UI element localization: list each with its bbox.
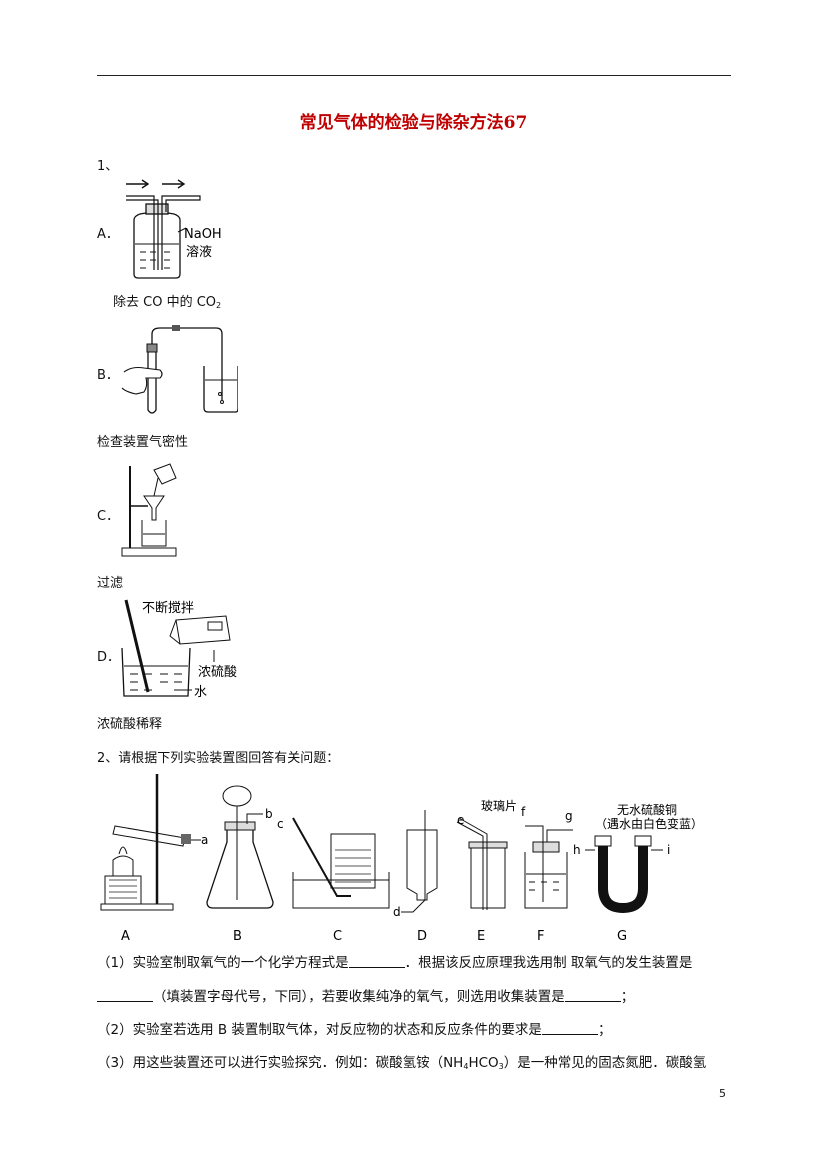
apparatus-d: d D: [393, 810, 438, 944]
q1-number: 1、: [97, 159, 119, 174]
svg-text:A: A: [121, 929, 130, 944]
apparatus-f: f F: [521, 805, 573, 944]
q1-option-b-caption: 检查装置气密性: [97, 435, 189, 450]
water-label: 水: [194, 685, 207, 700]
answer-blank-3[interactable]: [564, 989, 621, 1002]
svg-text:h: h: [573, 843, 581, 857]
q1-figure-b-airtightness-check: [121, 325, 238, 414]
q1-figure-d-dilution: 不断搅拌 浓硫酸 水: [121, 599, 237, 700]
q2-apparatus-figure: A a b B c C d D 玻璃片 e E f: [100, 774, 703, 944]
answer-blank-1[interactable]: [348, 955, 405, 968]
q1-option-c-letter: C．: [97, 509, 120, 524]
q1-option-a-letter: A．: [97, 227, 119, 242]
q1-figure-c-filtration: [121, 463, 177, 557]
svg-text:e: e: [457, 813, 464, 827]
q2-stem: 2、请根据下列实验装置图回答有关问题：: [97, 751, 340, 766]
page-number: 5: [719, 1087, 726, 1100]
apparatus-b: b B: [206, 785, 274, 944]
svg-text:f: f: [521, 805, 526, 819]
q1-option-c-caption: 过滤: [97, 576, 124, 591]
apparatus-g: 无水硫酸铜 （遇水由白色变蓝） g h i G: [565, 802, 703, 944]
svg-text:玻璃片: 玻璃片: [481, 799, 517, 813]
svg-text:d: d: [393, 905, 401, 919]
svg-text:C: C: [333, 929, 342, 944]
svg-text:F: F: [537, 929, 544, 944]
svg-text:i: i: [667, 843, 670, 857]
answer-blank-4[interactable]: [541, 1022, 598, 1035]
naoh-label: NaOH: [184, 227, 222, 242]
page-title: 常见气体的检验与除杂方法67: [299, 113, 528, 133]
q1-option-a-caption: 除去 CO 中的 CO2: [113, 295, 222, 310]
svg-text:g: g: [565, 809, 573, 823]
q1-option-d-caption: 浓硫酸稀释: [97, 717, 163, 732]
svg-text:D: D: [417, 929, 427, 944]
svg-text:a: a: [201, 833, 208, 847]
svg-text:无水硫酸铜: 无水硫酸铜: [617, 802, 677, 817]
svg-text:c: c: [277, 817, 284, 831]
stir-label: 不断搅拌: [142, 600, 194, 616]
svg-text:b: b: [265, 807, 273, 821]
svg-text:E: E: [477, 929, 485, 944]
q2-part3: （3）用这些装置还可以进行实验探究．例如：碳酸氢铵（NH4HCO3）是一种常见的…: [97, 1055, 707, 1071]
q1-option-d-letter: D．: [97, 650, 121, 665]
q1-option-b-letter: B．: [97, 368, 119, 383]
svg-text:G: G: [617, 929, 627, 944]
apparatus-a: A a: [100, 774, 208, 944]
apparatus-c: c C: [277, 817, 390, 944]
q2-part1-line1: （1）实验室制取氧气的一个化学方程式是．根据该反应原理我选用制 取氧气的发生装置…: [97, 955, 693, 971]
solution-label: 溶液: [186, 245, 212, 260]
header-rule: [97, 75, 731, 76]
svg-text:（遇水由白色变蓝）: （遇水由白色变蓝）: [595, 816, 703, 831]
q2-part2: （2）实验室若选用 B 装置制取气体，对反应物的状态和反应条件的要求是；: [97, 1022, 612, 1038]
q1-figure-a-gas-washing-bottle: NaOH 溶液: [126, 179, 222, 279]
answer-blank-2[interactable]: [97, 989, 153, 1002]
svg-text:B: B: [233, 929, 242, 944]
apparatus-e: 玻璃片 e E: [456, 799, 517, 944]
q2-part1-line2: （填装置字母代号，下同），若要收集纯净的氧气，则选用收集装置是；: [97, 985, 634, 1005]
acid-label: 浓硫酸: [198, 665, 237, 680]
